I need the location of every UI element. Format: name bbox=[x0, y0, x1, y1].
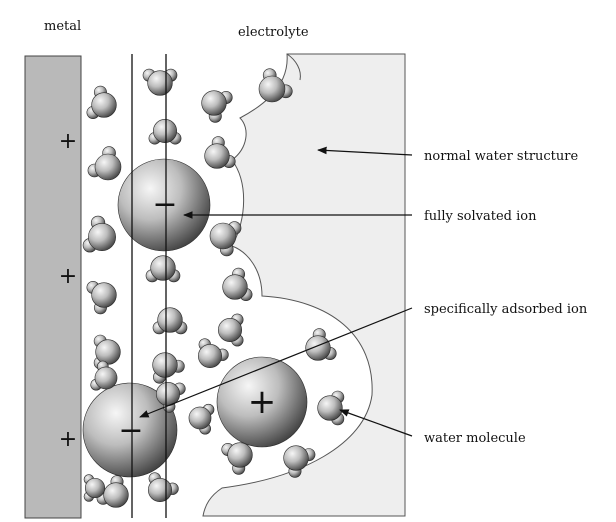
water-oxygen-atom bbox=[95, 339, 121, 365]
cation-charge: + bbox=[248, 382, 277, 422]
water-oxygen-atom bbox=[150, 255, 176, 281]
bulk-electrolyte-region bbox=[202, 53, 406, 517]
water-oxygen-atom bbox=[209, 222, 237, 250]
bulk-edge-scallop bbox=[286, 53, 301, 81]
normal-water-structure-label: normal water structure bbox=[424, 149, 578, 164]
water-oxygen-atom bbox=[201, 90, 227, 116]
water-oxygen-atom bbox=[188, 406, 212, 430]
water-oxygen-atom bbox=[317, 395, 343, 421]
water-oxygen-atom bbox=[198, 343, 223, 368]
water-oxygen-atom bbox=[148, 477, 173, 502]
water-oxygen-atom bbox=[94, 366, 118, 390]
metal-label: metal bbox=[44, 19, 81, 34]
arrow-specifically-adsorbed-ion bbox=[139, 307, 413, 418]
fully-solvated-anion bbox=[117, 158, 211, 252]
metal-charge-plus: + bbox=[59, 129, 77, 154]
electrolyte-label: electrolyte bbox=[238, 25, 309, 40]
water-molecule-label: water molecule bbox=[424, 431, 526, 446]
metal-charge-plus: + bbox=[59, 264, 77, 289]
water-oxygen-atom bbox=[91, 282, 117, 308]
water-oxygen-atom bbox=[305, 335, 331, 361]
water-oxygen-atom bbox=[147, 70, 173, 96]
water-oxygen-atom bbox=[103, 482, 129, 508]
water-oxygen-atom bbox=[157, 307, 183, 333]
water-oxygen-atom bbox=[91, 92, 117, 118]
metal-electrode bbox=[24, 55, 82, 519]
arrow-normal-water-structure bbox=[317, 146, 413, 156]
water-oxygen-atom bbox=[84, 477, 106, 499]
arrow-water-molecule bbox=[339, 409, 413, 437]
solvated-cation bbox=[216, 356, 308, 448]
water-oxygen-atom bbox=[94, 153, 122, 181]
metal-charge-plus: + bbox=[59, 427, 77, 452]
water-oxygen-atom bbox=[204, 143, 230, 169]
water-oxygen-atom bbox=[283, 445, 309, 471]
specifically-adsorbed-ion-label: specifically adsorbed ion bbox=[424, 302, 588, 317]
water-oxygen-atom bbox=[258, 75, 286, 103]
fully-solvated-ion-label: fully solvated ion bbox=[424, 209, 537, 224]
water-oxygen-atom bbox=[88, 223, 116, 251]
molecules-layer bbox=[82, 68, 345, 508]
water-oxygen-atom bbox=[153, 119, 178, 144]
specifically-adsorbed-anion bbox=[82, 382, 178, 478]
water-oxygen-atom bbox=[152, 352, 178, 378]
water-oxygen-atom bbox=[227, 442, 253, 468]
water-oxygen-atom bbox=[218, 317, 243, 342]
adsorbed-ion-charge: − bbox=[118, 413, 143, 448]
water-oxygen-atom bbox=[222, 274, 248, 300]
fully-solvated-ion-charge: − bbox=[152, 187, 177, 222]
